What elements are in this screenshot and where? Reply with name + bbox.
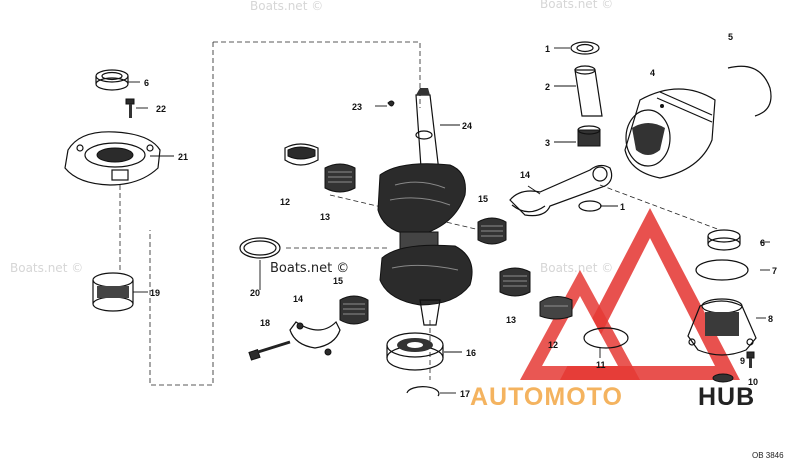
- callout-label: 19: [150, 288, 160, 298]
- logo-text-hub: HUB: [698, 383, 755, 411]
- needle-cage-13-upper: [324, 163, 356, 193]
- crankshaft-24: [377, 88, 473, 326]
- needle-cage-15-upper: [477, 217, 507, 245]
- piston-4: [624, 88, 716, 179]
- piston-ring-5: [727, 65, 772, 117]
- callout-label: 11: [596, 360, 606, 370]
- callout-label: 22: [156, 104, 166, 114]
- callout-label: 18: [260, 318, 270, 328]
- callout-label: 2: [545, 82, 550, 92]
- callout-label: 24: [462, 121, 472, 131]
- watermark-main: Boats.net ©: [270, 261, 349, 276]
- callout-label: 5: [728, 32, 733, 42]
- screw-9: [746, 351, 755, 368]
- needle-cage-13-lower: [499, 267, 531, 297]
- needle-bearing-3: [577, 125, 601, 147]
- callout-label: 9: [740, 356, 745, 366]
- watermark-text: Boats.net ©: [10, 261, 83, 275]
- connecting-rod-14: [509, 164, 613, 217]
- needle-cage-15-lower: [339, 295, 369, 325]
- callout-label: 23: [352, 102, 362, 112]
- snap-ring-17: [406, 386, 440, 397]
- callout-label: 3: [545, 138, 550, 148]
- callout-label: 14: [293, 294, 303, 304]
- background-watermarks: Boats.net © Boats.net © Boats.net © Boat…: [10, 0, 613, 275]
- callout-label: 1: [545, 44, 550, 54]
- bearing-housing-8: [687, 298, 757, 356]
- callout-labels: 1 2 3 4 5 6 22 23 24 21 14 1 12 13 15 19…: [144, 32, 777, 399]
- watermark-text: Boats.net ©: [540, 0, 613, 11]
- callout-label: 13: [320, 212, 330, 222]
- callout-label: 16: [466, 348, 476, 358]
- retainer-1-lower: [578, 200, 602, 212]
- callout-label: 14: [520, 170, 530, 180]
- o-ring-11: [583, 327, 629, 349]
- watermark-text: Boats.net ©: [540, 261, 613, 275]
- bolt-18: [248, 340, 291, 361]
- automotohub-logo-mark: [520, 208, 740, 380]
- callout-label: 1: [620, 202, 625, 212]
- logo-text-automoto: AUTOMOTO: [470, 383, 623, 411]
- callout-label: 15: [333, 276, 343, 286]
- ball-bearing-16: [386, 332, 444, 371]
- callout-label: 17: [460, 389, 470, 399]
- callout-label: 21: [178, 152, 188, 162]
- watermark-text: Boats.net ©: [250, 0, 323, 13]
- bearing-housing-21: [64, 131, 161, 186]
- rod-cap-14: [289, 320, 341, 356]
- leader-lines: [128, 47, 770, 394]
- automotohub-wordmark: AUTOMOTO HUB: [470, 383, 755, 411]
- roller-bearing-19: [92, 272, 134, 312]
- piston-pin-retainer-1: [570, 41, 600, 55]
- drawing-code: OB 3846: [752, 451, 784, 460]
- bearing-half-12-lower: [539, 296, 573, 320]
- piston-pin-2: [574, 65, 603, 117]
- seal-10: [712, 373, 734, 383]
- assembly-dashed-outline: [119, 41, 721, 386]
- seal-ring-6: [95, 69, 129, 91]
- o-ring-7: [695, 259, 749, 281]
- bearing-half-12-upper: [284, 143, 319, 166]
- callout-label: 8: [768, 314, 773, 324]
- screw-22: [125, 98, 135, 118]
- callout-label: 7: [772, 266, 777, 276]
- callout-label: 12: [280, 197, 290, 207]
- callout-label: 20: [250, 288, 260, 298]
- callout-label: 6: [144, 78, 149, 88]
- callout-label: 15: [478, 194, 488, 204]
- callout-label: 4: [650, 68, 655, 78]
- o-ring-20: [239, 237, 281, 259]
- seal-ring-6-lower: [707, 229, 741, 251]
- callout-label: 10: [748, 377, 758, 387]
- callout-label: 12: [548, 340, 558, 350]
- callout-label: 6: [760, 238, 765, 248]
- callout-label: 13: [506, 315, 516, 325]
- woodruff-key-23: [387, 100, 395, 107]
